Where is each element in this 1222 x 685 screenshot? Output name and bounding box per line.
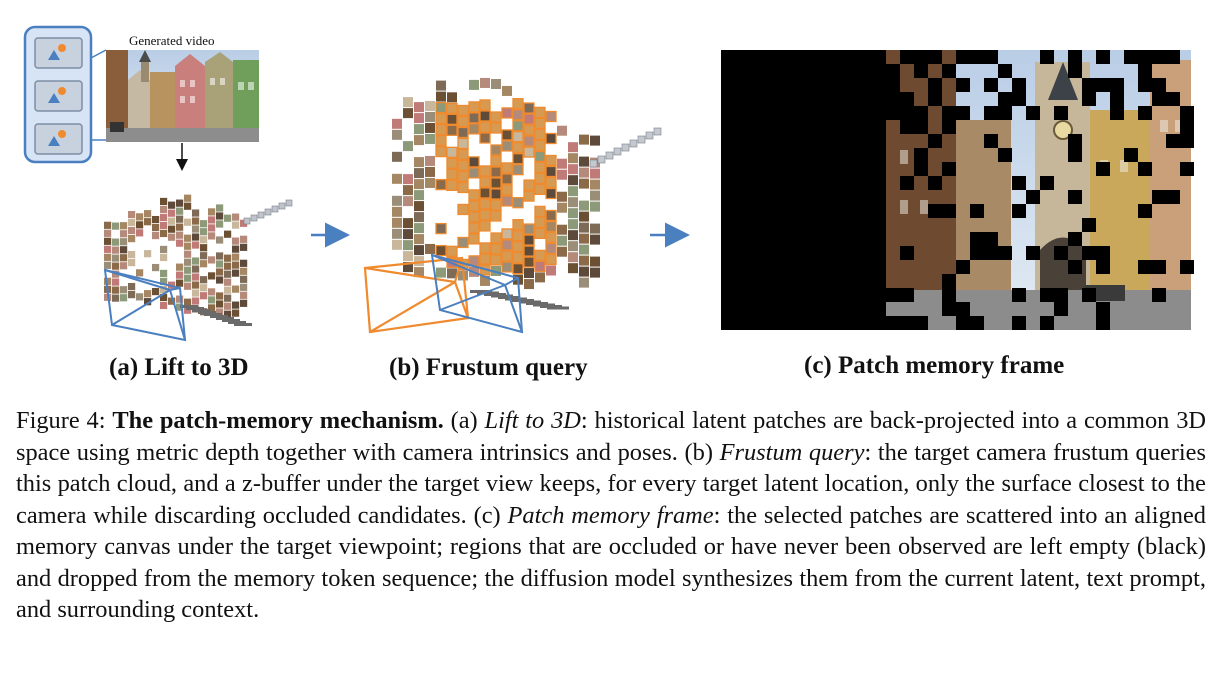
- caption-term-frustum-query: Frustum query: [719, 438, 865, 466]
- caption-text-c: : the selected patches are scattered int…: [16, 501, 1206, 624]
- caption-prefix: Figure 4:: [16, 407, 113, 434]
- figure: Generated video (a) Lift to 3D (b) Frust…: [23, 25, 1194, 381]
- caption-text-b: : the target camera frustum queries this…: [16, 438, 1206, 529]
- caption-title: The patch-memory mechanism.: [112, 407, 444, 434]
- caption-a-marker: (a): [443, 407, 485, 434]
- frame-thumbnail: [34, 80, 83, 112]
- caption-term-lift-to-3d: Lift to 3D: [484, 407, 581, 434]
- figure-illustration: [23, 25, 1194, 342]
- panel-label-patch-memory-frame: (c) Patch memory frame: [804, 352, 1065, 379]
- lift-to-3d-patch-cloud: [104, 194, 293, 326]
- panel-label-lift-to-3d: (a) Lift to 3D: [109, 354, 249, 381]
- video-frame-stack: [23, 25, 107, 164]
- caption-term-patch-memory-frame: Patch memory frame: [507, 501, 714, 529]
- frame-thumbnail: [34, 123, 83, 155]
- figure-caption: Figure 4: The patch-memory mechanism. (a…: [16, 405, 1206, 626]
- caption-text-a: : historical latent patches are back-pro…: [16, 407, 1206, 466]
- source-camera-frustum-a: [103, 268, 187, 342]
- panel-label-frustum-query: (b) Frustum query: [389, 354, 588, 381]
- source-camera-frustum-b: [430, 253, 524, 334]
- patch-memory-frame: [721, 50, 1194, 330]
- frustum-query-patch-cloud: [392, 77, 662, 310]
- generated-video-frame: [106, 50, 259, 142]
- frame-thumbnail: [34, 37, 83, 69]
- generated-video-label: Generated video: [129, 33, 215, 48]
